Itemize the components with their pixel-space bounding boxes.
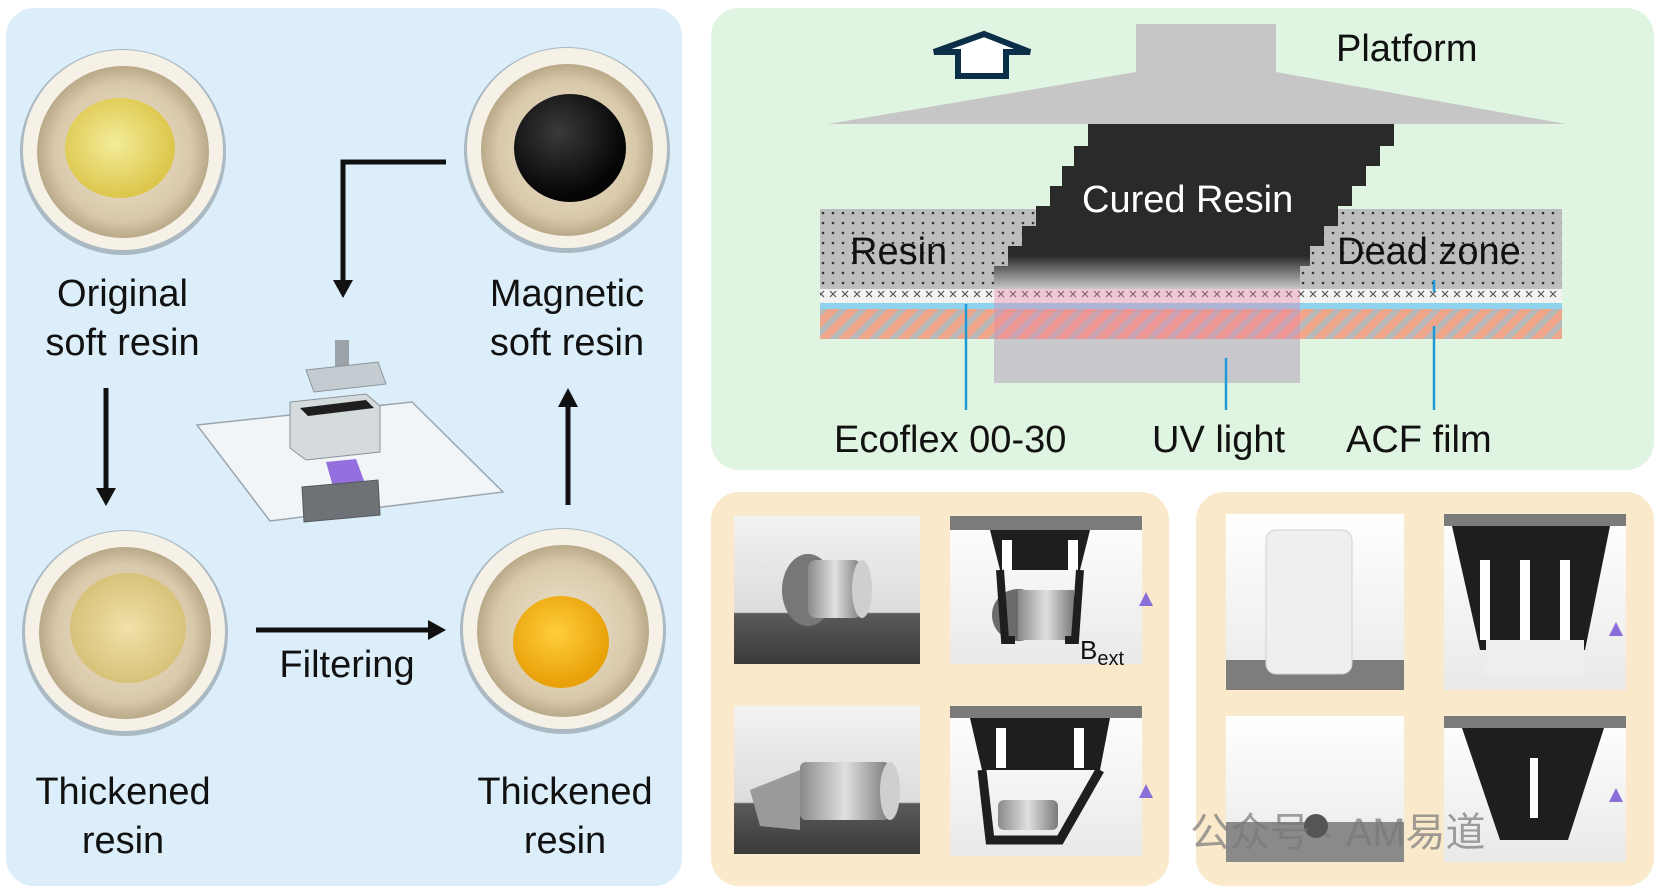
platform-up-arrow-icon — [932, 30, 1032, 79]
uv-beam — [994, 289, 1300, 339]
label-resin: Resin — [850, 231, 948, 273]
arrow-elbow-to-device — [333, 159, 446, 298]
uv-light-source — [994, 339, 1300, 383]
photo-gripper-1-holding-alt — [950, 706, 1153, 856]
acf-film-layer — [820, 309, 1562, 339]
watermark: 公众号 · AM易道 — [1190, 811, 1486, 855]
cup-original-resin — [20, 49, 226, 255]
label-bext: Bext — [1080, 635, 1125, 671]
photo-gripper-2-holding-ball — [1444, 716, 1626, 862]
printer-device-illustration — [195, 340, 505, 523]
arrow-down-left — [96, 388, 116, 506]
label-cured-resin: Cured Resin — [1082, 179, 1294, 221]
platform-shape — [828, 24, 1566, 124]
photo-ball-object — [1226, 716, 1404, 862]
cup-thickened-resin-right — [460, 528, 666, 734]
label-filtering: Filtering — [279, 644, 415, 686]
label-ecoflex: Ecoflex 00-30 — [834, 419, 1067, 461]
acf-boundary — [820, 303, 1562, 309]
cup-magnetic-resin — [464, 47, 670, 253]
photo-gripper-2-holding-cylinder — [1444, 514, 1626, 690]
photo-knurled-part-rest — [734, 516, 920, 664]
cup-thickened-resin-left — [22, 530, 228, 736]
photo-gripper-1-holding — [950, 516, 1153, 664]
label-dead-zone: Dead zone — [1337, 231, 1521, 273]
cured-resin-shape — [994, 124, 1394, 289]
arrow-filtering — [256, 620, 446, 640]
arrow-up-right — [558, 388, 578, 505]
ecoflex-layer — [820, 289, 1562, 303]
photo-knurled-part-alt — [734, 706, 920, 854]
label-uv-light: UV light — [1152, 419, 1286, 461]
photo-cylinder-object — [1226, 514, 1404, 690]
label-acf-film: ACF film — [1346, 419, 1492, 461]
label-platform: Platform — [1336, 28, 1478, 70]
